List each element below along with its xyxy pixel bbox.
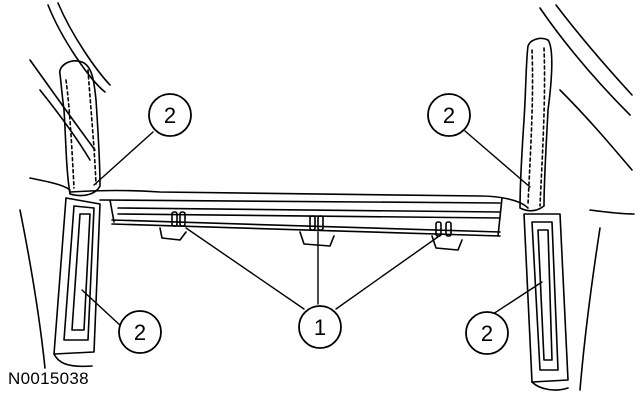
callout-circle-2-lower-left — [118, 310, 162, 354]
vehicle-body-outline — [19, 2, 635, 391]
callout-circle-2-upper-right — [427, 93, 471, 137]
windshield-header — [69, 189, 529, 237]
callout-label-2-lower-right: 2 — [481, 321, 493, 346]
leader-lines — [81, 130, 543, 328]
left-pillar-upper-trim — [59, 60, 101, 197]
right-pillar-upper-trim — [519, 37, 553, 212]
callout-circle-2-upper-left — [148, 93, 192, 137]
figure-id: N0015038 — [8, 369, 89, 388]
callout-label-2-lower-left: 2 — [134, 320, 146, 345]
callout-label-2-upper-right: 2 — [443, 103, 455, 128]
callout-label-1: 1 — [314, 315, 326, 340]
callout-label-2-upper-left: 2 — [164, 103, 176, 128]
left-pillar-lower-trim — [53, 197, 101, 368]
header-tabs — [159, 227, 463, 251]
right-pillar-lower-trim — [523, 213, 569, 391]
callout-circle-1 — [298, 305, 342, 349]
callout-circle-2-lower-right — [465, 311, 509, 355]
